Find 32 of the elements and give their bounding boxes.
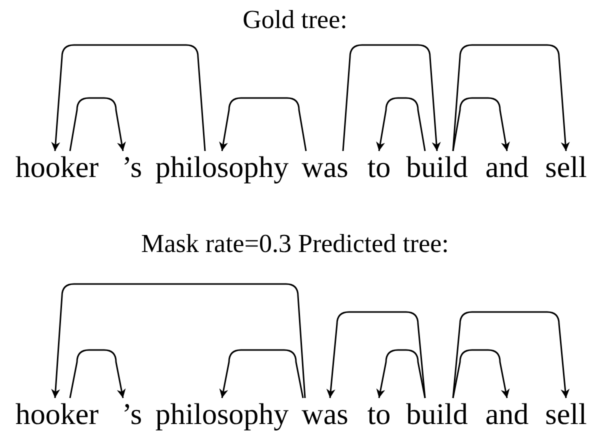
dependency-arc [219,97,307,152]
dependency-arc [219,349,304,398]
dependency-arc [69,349,126,398]
word-token: build [406,153,468,183]
word-token: sell [545,400,587,430]
dependency-arc [452,349,510,398]
word-token: build [406,400,468,430]
word-token: to [367,400,391,430]
word-token: philosophy [155,153,289,183]
word-token: hooker [15,400,99,430]
dependency-arc [342,44,441,152]
dependency-arc [452,97,510,152]
word-token: was [302,153,348,183]
dependency-arc [452,311,570,398]
tree-heading: Gold tree: [242,6,348,34]
dependency-arc [51,283,306,398]
word-token: ’s [122,400,142,430]
dependency-arc [69,97,126,152]
dependency-arc [452,44,570,152]
word-token: was [302,400,348,430]
dependency-arc [376,349,426,398]
dependency-arc [326,311,426,398]
tree-heading: Mask rate=0.3 Predicted tree: [141,230,449,258]
word-token: and [485,400,529,430]
dependency-arc [376,97,426,152]
word-token: philosophy [155,400,289,430]
word-token: and [485,153,529,183]
word-token: ’s [122,153,142,183]
word-token: to [367,153,391,183]
dependency-arc [51,44,206,152]
word-token: hooker [15,153,99,183]
word-token: sell [545,153,587,183]
